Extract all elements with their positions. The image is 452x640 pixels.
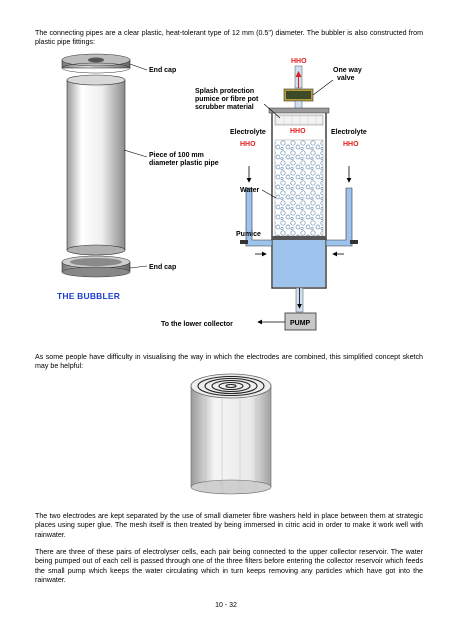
one-way-valve	[283, 88, 314, 102]
hho-top-label: HHO	[291, 58, 307, 65]
cells-paragraph: There are three of these pairs of electr…	[35, 548, 423, 585]
splash-protection	[274, 114, 324, 126]
end-cap-bottom-label: End cap	[149, 264, 176, 271]
top-end-cap	[61, 53, 131, 74]
pumice-label: Pumice	[236, 231, 261, 238]
water-label: Water	[240, 187, 259, 194]
electrolyte-left-label: Electrolyte	[230, 129, 266, 136]
electrodes-intro-paragraph: As some people have difficulty in visual…	[35, 353, 423, 371]
splash-label-line3: scrubber material	[195, 104, 254, 111]
pump-label: PUMP	[290, 320, 311, 327]
electrolyte-right-label: Electrolyte	[331, 129, 367, 136]
splash-label-line1: Splash protection	[195, 88, 254, 95]
separation-paragraph: The two electrodes are kept separated by…	[35, 512, 423, 539]
pump-box	[284, 312, 317, 331]
pipe-assembly: End cap Piece of 100 mm diameter plastic…	[61, 53, 219, 278]
bottom-end-cap	[61, 255, 131, 278]
hho-left-label: HHO	[240, 141, 256, 148]
end-cap-top-label: End cap	[149, 67, 176, 74]
valve-label-line1: One way	[333, 67, 362, 74]
page-number: 10 - 32	[215, 602, 237, 609]
intro-paragraph: The connecting pipes are a clear plastic…	[35, 29, 423, 47]
electrode-roll-sketch	[190, 373, 272, 495]
valve-label-line2: valve	[337, 75, 355, 82]
bubbler-cross-section: HHO One way valve HHO Electro	[161, 58, 367, 331]
bubbler-caption: THE BUBBLER	[57, 291, 121, 301]
pumice-bed	[274, 139, 324, 237]
plastic-pipe	[66, 74, 126, 256]
splash-label-line2: pumice or fibre pot	[195, 96, 259, 103]
water-reservoir	[273, 240, 325, 287]
pipe-label-line1: Piece of 100 mm	[149, 152, 204, 159]
pipe-label-line2: diameter plastic pipe	[149, 160, 219, 167]
hho-right-label: HHO	[343, 141, 359, 148]
hho-center-label: HHO	[290, 128, 306, 135]
lower-collector-label: To the lower collector	[161, 321, 233, 328]
